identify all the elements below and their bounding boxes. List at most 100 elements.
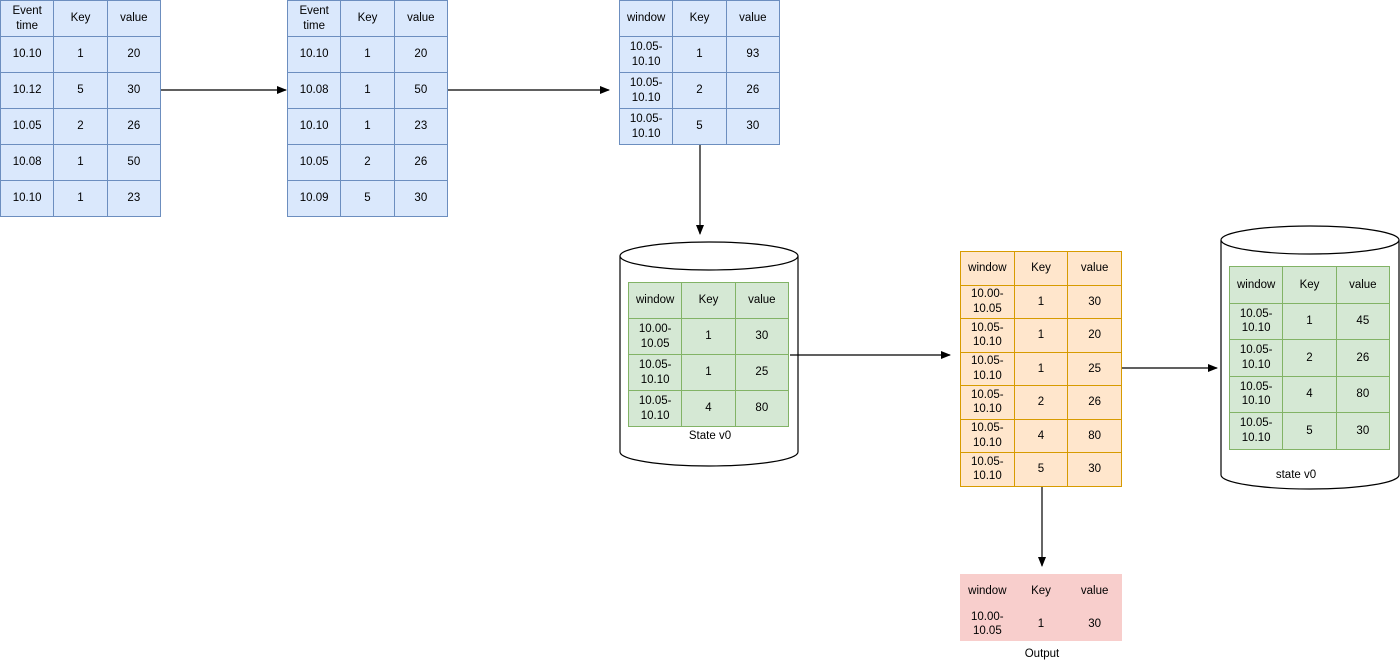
table-cell: 1 (340, 36, 395, 73)
table-cell: 2 (340, 144, 395, 181)
table-cell: 20 (106, 36, 162, 73)
table-cell: 2 (1282, 339, 1337, 377)
table-cell: 10.05- 10.10 (1228, 412, 1284, 450)
table-cell: 10.10 (286, 108, 342, 145)
column-header: window (960, 574, 1015, 608)
column-header: Key (53, 0, 108, 37)
column-header: window (627, 282, 683, 319)
output-label: Output (1024, 648, 1060, 660)
table-cell: 10.05 (0, 108, 55, 145)
table-cell: 10.05- 10.10 (1228, 375, 1284, 413)
table-cell: 25 (734, 354, 790, 391)
table-cell: 5 (1013, 452, 1069, 487)
table-cell: 10.05 (286, 144, 342, 181)
column-header: Event time (0, 0, 55, 37)
table-cell: 80 (1067, 418, 1122, 453)
column-header: value (393, 0, 449, 37)
table-cell: 30 (725, 108, 781, 145)
table-cell: 25 (1067, 351, 1122, 386)
table-cell: 30 (734, 318, 790, 355)
column-header: value (1067, 251, 1122, 286)
table-cell: 10.12 (0, 72, 55, 109)
table-cell: 10.00- 10.05 (960, 284, 1015, 319)
table-cell: 1 (1282, 302, 1337, 340)
column-header: value (734, 282, 790, 319)
table-cell: 10.05- 10.10 (618, 72, 674, 109)
table-cell: 2 (53, 108, 108, 145)
table-cell: 2 (1013, 385, 1069, 420)
table-cell: 23 (393, 108, 449, 145)
table-cell: 45 (1335, 302, 1391, 340)
table-cell: 4 (1013, 418, 1069, 453)
table-cell: 10.05- 10.10 (618, 108, 674, 145)
table-cell: 1 (681, 354, 736, 391)
table-cell: 10.10 (0, 180, 55, 217)
table-cell: 1 (681, 318, 736, 355)
table-cell: 30 (1335, 412, 1391, 450)
table-cell: 30 (106, 72, 162, 109)
column-header: Key (1282, 266, 1337, 304)
table-cell: 10.05- 10.10 (960, 351, 1015, 386)
table-cell: 10.00- 10.05 (627, 318, 683, 355)
state-new-label: state v0 (1275, 469, 1317, 481)
table-cell: 4 (681, 390, 736, 427)
column-header: window (618, 0, 674, 37)
column-header: value (1335, 266, 1391, 304)
column-header: value (106, 0, 162, 37)
table-cell: 30 (1067, 452, 1122, 487)
table-cell: 10.05- 10.10 (960, 318, 1015, 353)
table-cell: 26 (106, 108, 162, 145)
table-cell: 1 (53, 144, 108, 181)
table-cell: 10.05- 10.10 (960, 452, 1015, 487)
table-cell: 1 (1013, 351, 1069, 386)
table-cell: 10.09 (286, 180, 342, 217)
table-cell: 5 (340, 180, 395, 217)
table-cell: 80 (734, 390, 790, 427)
column-header: Key (681, 282, 736, 319)
state-old-label: State v0 (688, 430, 732, 442)
table-cell: 30 (393, 180, 449, 217)
table-cell: 26 (1335, 339, 1391, 377)
table-cell: 10.05- 10.10 (960, 418, 1015, 453)
table-cell: 26 (393, 144, 449, 181)
table-cell: 1 (53, 180, 108, 217)
table-cell: 50 (106, 144, 162, 181)
table-cell: 10.05- 10.10 (1228, 302, 1284, 340)
table-cell: 26 (725, 72, 781, 109)
table-cell: 1 (1013, 607, 1069, 641)
table-cell: 10.10 (286, 36, 342, 73)
table-cell: 30 (1067, 607, 1122, 641)
table-cell: 93 (725, 36, 781, 73)
